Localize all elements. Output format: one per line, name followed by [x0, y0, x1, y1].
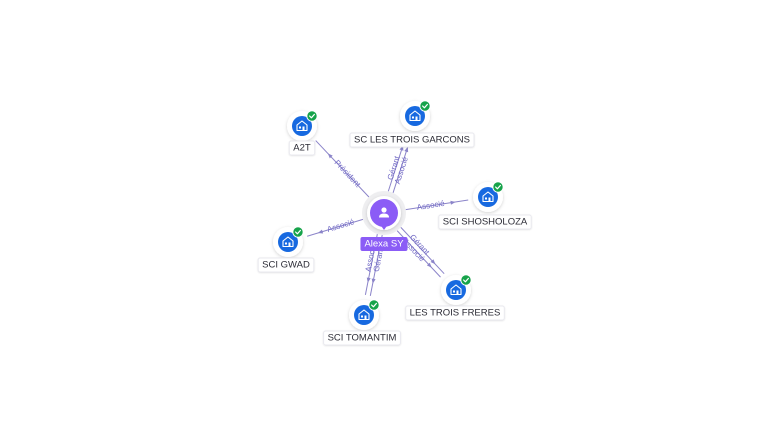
verified-check-icon [460, 274, 472, 286]
building-icon [409, 110, 421, 122]
node-sci-tomantim[interactable]: SCI TOMANTIM [323, 299, 401, 346]
edge-line [307, 218, 364, 237]
edge-label: Président [333, 158, 363, 189]
edge-label: Associé [416, 199, 446, 212]
node-label-text: SCI GWAD [262, 260, 310, 271]
edge-sci-gwad: Associé [307, 217, 364, 237]
edge-arrow [450, 200, 456, 205]
center-node[interactable]: Alexa SY [360, 191, 408, 251]
verified-check-icon [492, 181, 504, 193]
person-icon [379, 207, 389, 218]
node-sci-shosholoza[interactable]: SCI SHOSHOLOZA [438, 181, 532, 230]
verified-check-icon [306, 110, 318, 122]
edge-arrow [366, 277, 371, 283]
edge-arrow [404, 146, 409, 153]
verified-check-icon [368, 299, 380, 311]
node-label-sci-tomantim: SCI TOMANTIM [323, 330, 401, 346]
node-a2t[interactable]: A2T [287, 110, 318, 156]
node-label-sc-les-trois-garcons: SC LES TROIS GARCONS [349, 132, 475, 148]
edge-arrow [317, 229, 324, 234]
verified-check-icon [419, 100, 431, 112]
building-icon [282, 236, 294, 248]
node-sc-les-trois-garcons[interactable]: SC LES TROIS GARCONS [349, 100, 475, 148]
node-label-text: SCI TOMANTIM [328, 333, 397, 344]
node-sci-gwad[interactable]: SCI GWAD [257, 226, 315, 273]
node-label-text: SC LES TROIS GARCONS [354, 135, 470, 146]
center-label-text: Alexa SY [364, 239, 404, 250]
center-pointer [379, 223, 389, 230]
node-label-sci-gwad: SCI GWAD [257, 257, 315, 273]
edge-arrow [426, 262, 432, 268]
edge-sci-shosholoza: Associé [405, 199, 469, 212]
edge-line [315, 140, 370, 198]
building-icon [296, 120, 308, 132]
node-label-text: A2T [293, 143, 311, 154]
verified-check-icon [292, 226, 304, 238]
center-label: Alexa SY [360, 237, 408, 251]
edge-line [405, 199, 469, 211]
center-circle [370, 199, 398, 227]
edge-label: Associé [326, 217, 356, 234]
node-label-text: LES TROIS FRERES [410, 308, 501, 319]
node-label-sci-shosholoza: SCI SHOSHOLOZA [438, 214, 532, 230]
node-label-les-trois-freres: LES TROIS FRERES [405, 305, 505, 321]
edge-arrow [371, 278, 376, 284]
building-icon [482, 191, 494, 203]
edge-a2t: Président [315, 140, 370, 198]
edge-arrow [430, 259, 436, 265]
node-label-a2t: A2T [288, 140, 316, 156]
edge-arrow [327, 153, 333, 159]
building-icon [450, 284, 462, 296]
building-icon [358, 309, 370, 321]
edge-line [400, 227, 445, 275]
node-les-trois-freres[interactable]: LES TROIS FRERES [405, 274, 505, 321]
node-label-text: SCI SHOSHOLOZA [443, 217, 528, 228]
